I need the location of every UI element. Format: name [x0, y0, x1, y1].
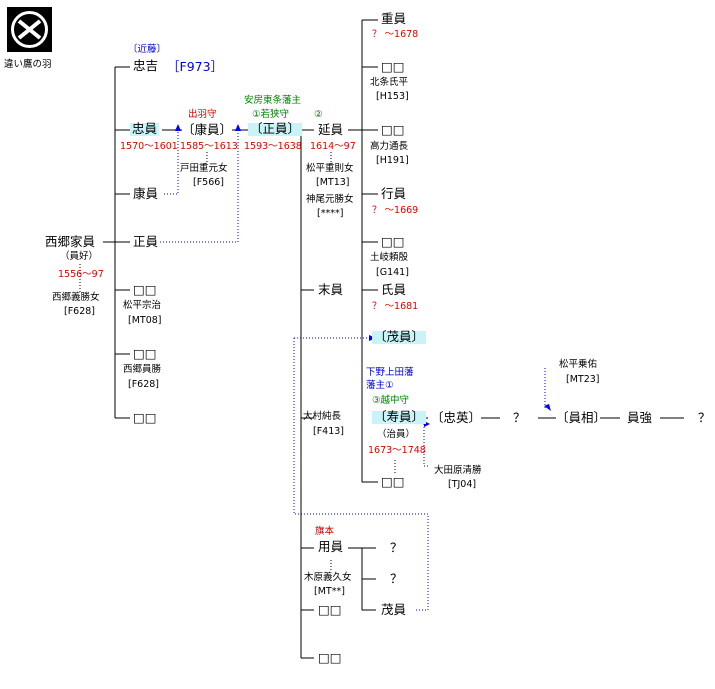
dates-toshikazu: 1673～1748 — [368, 445, 426, 456]
wife-son-saigo: 西郷員勝 — [123, 364, 162, 375]
person-saigo-iekazu: 西郷家員 — [45, 234, 96, 249]
crest-caption: 違い鷹の羽 — [4, 59, 52, 70]
person-unknown2: ？ — [698, 410, 711, 425]
wife-ref-yasukazu-adopt: [F566] — [193, 177, 225, 188]
wife2-nobukazu: 神尾元勝女 — [306, 194, 354, 205]
person-toki: □□ — [381, 234, 405, 249]
person-toshikazu: 〔寿員〕 — [372, 409, 427, 424]
person-toshikazu-son: □□ — [381, 474, 405, 489]
wife1-nobukazu: 松平重則女 — [306, 163, 354, 174]
dates-shigekazu: ？ ～1678 — [372, 29, 419, 40]
wife-ref-hojo: [H153] — [376, 91, 409, 102]
wife-ref-mochikazu: [MT**] — [314, 586, 345, 597]
person-kazutsuyo: 員強 — [627, 410, 653, 425]
person-hojo: □□ — [381, 59, 405, 74]
num-nobukazu: ② — [314, 109, 323, 120]
person-ujikazu: 氏員 — [381, 282, 407, 297]
person-yasukazu-adopt: 〔康員〕 — [182, 122, 233, 137]
person-unknown1: ？ — [513, 410, 526, 425]
family-crest-icon — [7, 7, 52, 52]
person-son-matsudaira: □□ — [133, 282, 157, 297]
wife-takariki: 高力通長 — [370, 141, 409, 152]
person-takariki: □□ — [381, 122, 405, 137]
person-yukikazu: 行員 — [381, 186, 407, 201]
wife-ref-son-matsudaira: [MT08] — [128, 315, 162, 326]
wife-saigo-iekazu: 西郷義勝女 — [52, 292, 100, 303]
title-yasukazu-adopt: 出羽守 — [188, 109, 217, 120]
person-mochi-son2: □□ — [318, 650, 342, 665]
person-shigekazu2: 茂員 — [381, 602, 407, 617]
dates-tadakazu: 1570～1601 — [120, 141, 178, 152]
wife-ref-takariki: [H191] — [376, 155, 409, 166]
wife-hojo: 北条氏平 — [370, 77, 409, 88]
alias-toshikazu: （治員） — [377, 429, 416, 440]
title-toshikazu: ③越中守 — [372, 395, 410, 406]
domain-toshikazu: 下野上田藩 — [366, 367, 414, 378]
person-masakazu: 正員 — [133, 234, 159, 249]
person-shigekazu-adopt: 〔茂員〕 — [372, 329, 427, 344]
wife-omura: 大村純長 — [303, 411, 342, 422]
person-mochi-son1: □□ — [318, 602, 342, 617]
person-suekazu: 末員 — [318, 282, 344, 297]
wife-son-matsudaira: 松平宗治 — [123, 300, 162, 311]
person-q2: ？ — [390, 571, 403, 586]
person-tadakazu: 忠員 — [130, 121, 160, 136]
wife-kazusuke: 松平乗佑 — [559, 359, 598, 370]
dates-nobukazu: 1614～97 — [310, 141, 356, 152]
wife-ref-omura: [F413] — [313, 426, 345, 437]
domain-masakazu-adopt: 安房東条藩主 — [244, 95, 302, 106]
person-son-saigo: □□ — [133, 346, 157, 361]
wife-ref-toki: [G141] — [376, 267, 409, 278]
wife1-ref-nobukazu: [MT13] — [316, 177, 350, 188]
person-yasukazu: 康員 — [133, 186, 159, 201]
alias-saigo-iekazu: （員好） — [60, 251, 99, 262]
dates-saigo-iekazu: 1556～97 — [58, 269, 104, 280]
person-nobukazu: 延員 — [318, 122, 344, 137]
person-son-last: □□ — [133, 410, 157, 425]
title-mochikazu: 旗本 — [315, 526, 335, 537]
wife-mochikazu: 木原義久女 — [304, 572, 352, 583]
wife2-ref-nobukazu: [****] — [317, 208, 344, 219]
wife-ref-saigo-iekazu: [F628] — [64, 306, 96, 317]
dates-masakazu-adopt: 1593～1638 — [244, 141, 302, 152]
wife-toshikazu: 大田原清勝 — [434, 465, 482, 476]
person-q1: ？ — [390, 540, 403, 555]
domain2-toshikazu: 藩主① — [366, 380, 394, 391]
wife-ref-toshikazu: [TJ04] — [448, 479, 477, 490]
wife-ref-kazusuke: [MT23] — [566, 374, 600, 385]
person-kazusuke: 〔員相〕 — [556, 410, 607, 425]
person-tadayoshi: 忠吉 — [133, 58, 159, 73]
title-masakazu-adopt: ①若狭守 — [252, 109, 290, 120]
ref-tadayoshi: ［F973］ — [167, 59, 224, 74]
dates-ujikazu: ？ ～1681 — [372, 301, 419, 312]
dates-yasukazu-adopt: 1585～1613 — [180, 141, 238, 152]
person-tadahide: 〔忠英〕 — [431, 410, 482, 425]
person-shigekazu: 重員 — [381, 11, 407, 26]
wife-toki: 土岐頼殷 — [370, 252, 409, 263]
person-mochikazu: 用員 — [318, 539, 344, 554]
wife-yasukazu-adopt: 戸田重元女 — [180, 163, 228, 174]
dates-yukikazu: ？ ～1669 — [372, 205, 419, 216]
note-tadayoshi: 〔近藤〕 — [128, 44, 167, 55]
wife-ref-son-saigo: [F628] — [128, 379, 160, 390]
person-masakazu-adopt: 〔正員〕 — [248, 121, 303, 136]
